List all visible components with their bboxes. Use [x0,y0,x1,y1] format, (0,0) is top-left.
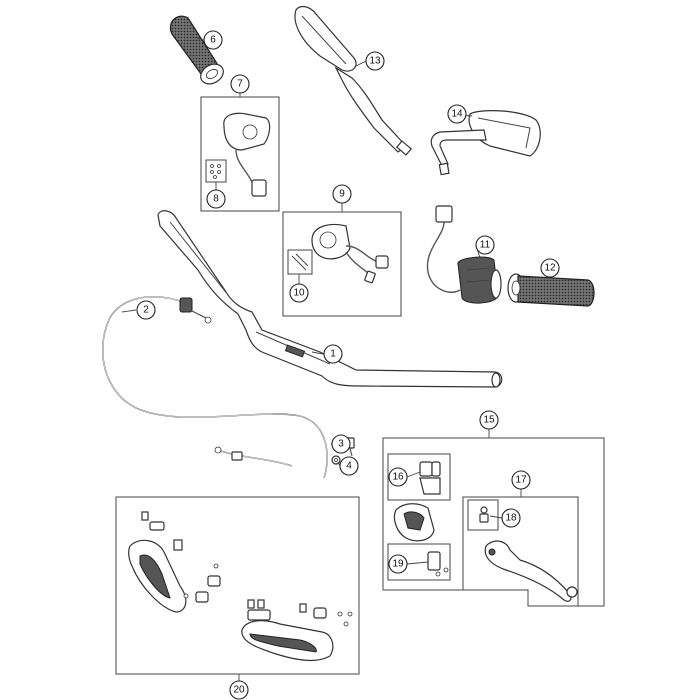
callout-9[interactable]: 9 [332,184,352,204]
screws-10 [291,253,309,271]
clamp [427,551,449,577]
clutch-master-cylinder [393,503,435,542]
svg-text:8: 8 [213,194,219,205]
callout-4[interactable]: 4 [339,456,359,476]
callout-13[interactable]: 13 [365,51,385,71]
box-16 [387,453,451,501]
callout-10[interactable]: 10 [289,283,309,303]
throttle-switch [426,205,502,304]
connector-7 [251,179,267,197]
callout-1[interactable]: 1 [323,344,343,364]
callout-15[interactable]: 15 [479,410,499,430]
cable-adjuster [179,297,193,313]
svg-text:14: 14 [451,109,463,120]
box-17 [462,496,579,607]
box-8 [205,159,227,183]
throttle-cable [102,296,328,479]
switch-left [223,112,271,197]
callout-7[interactable]: 7 [230,74,250,94]
svg-text:11: 11 [480,240,491,251]
svg-text:15: 15 [483,415,495,426]
svg-text:12: 12 [544,263,556,274]
callout-20[interactable]: 20 [229,680,249,700]
handguard-right [241,599,353,662]
svg-text:18: 18 [505,513,517,524]
screws-8 [210,164,221,179]
connector-11 [435,205,453,223]
svg-text:9: 9 [339,189,345,200]
handguard-left [128,511,221,613]
callout-17[interactable]: 17 [511,470,531,490]
handlebar [157,210,503,388]
mirror-left [294,5,413,156]
svg-text:17: 17 [515,475,527,486]
connector-9 [375,255,389,269]
callout-16[interactable]: 16 [388,467,408,487]
cable-end-fitting [231,451,243,461]
mirror-right [430,110,541,176]
switch-right-assembly [311,223,389,284]
callout-19[interactable]: 19 [388,554,408,574]
box-19 [387,543,451,581]
svg-text:1: 1 [330,349,336,360]
svg-text:2: 2 [143,305,149,316]
svg-text:7: 7 [237,79,243,90]
grip-left [169,15,224,85]
callout-11[interactable]: 11 [475,235,495,255]
nut-4 [331,455,341,465]
callout-12[interactable]: 12 [540,258,560,278]
svg-text:10: 10 [293,288,305,299]
svg-text:13: 13 [369,56,381,67]
svg-text:16: 16 [392,472,404,483]
box-20 [115,496,360,675]
svg-text:3: 3 [338,439,344,450]
callout-14[interactable]: 14 [447,104,467,124]
grip-right [507,273,595,307]
callout-2[interactable]: 2 [136,300,156,320]
box-10 [287,249,313,275]
callout-3[interactable]: 3 [331,434,351,454]
svg-text:20: 20 [233,685,245,696]
svg-text:6: 6 [210,35,216,46]
svg-text:4: 4 [346,461,352,472]
box-18 [467,499,499,531]
clutch-bracket [419,461,441,495]
callout-6[interactable]: 6 [203,30,223,50]
pivot-bolt [479,506,489,523]
callout-8[interactable]: 8 [206,189,226,209]
handlebar-marking [284,344,306,358]
svg-text:19: 19 [392,559,404,570]
callout-18[interactable]: 18 [501,508,521,528]
clutch-lever [484,540,578,602]
